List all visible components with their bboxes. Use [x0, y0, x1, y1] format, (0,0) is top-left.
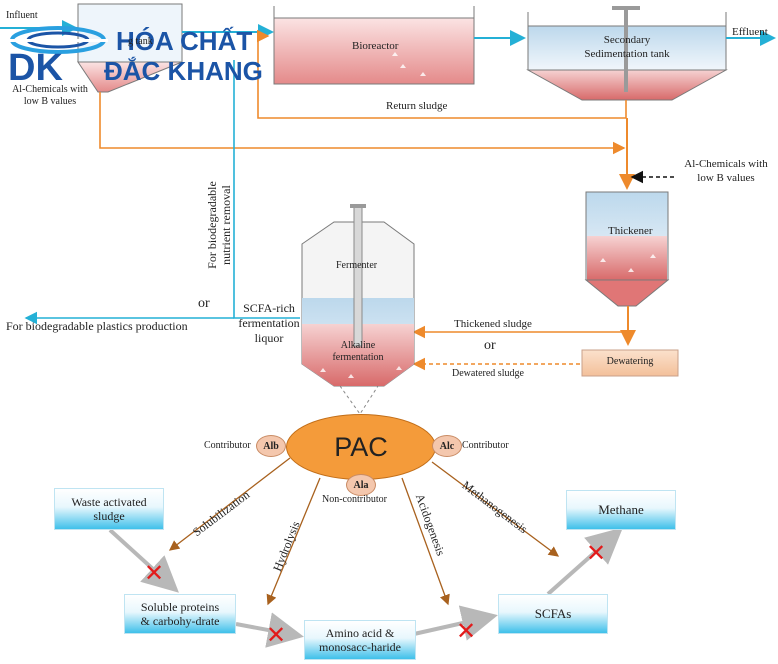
alkaline-label-line2: fermentation	[332, 352, 384, 363]
ala-badge: Ala	[346, 474, 376, 496]
thickener-label: Thickener	[608, 225, 653, 237]
block-mark-scfas: ✕	[456, 617, 477, 645]
soluble-line1: Soluble proteins	[140, 599, 220, 614]
block-mark-hydrolysis-input: ✕	[144, 559, 165, 587]
block-mark-methane: ✕	[586, 539, 607, 567]
soluble-line2: & carbohy-drate	[140, 614, 220, 628]
nutrient-removal-line2: nutrient removal	[219, 185, 234, 265]
brand-name-line2: ĐẮC KHANG	[104, 56, 263, 86]
return-sludge-line	[256, 29, 627, 119]
al-chemicals-right-label-line1: Al-Chemicals with	[684, 158, 768, 170]
scfas-box: SCFAs	[498, 594, 608, 634]
plastics-production-label: For biodegradable plastics production	[6, 319, 188, 333]
dewatered-sludge-label: Dewatered sludge	[452, 368, 524, 379]
solubilization-arrow	[168, 457, 291, 551]
amino-acid-box: Amino acid & monosacc-haride	[304, 620, 416, 660]
dewatering-unit	[581, 349, 679, 377]
dk-logo-letters: DK	[8, 47, 63, 89]
secondary-tank-label-line2: Sedimentation tank	[584, 48, 670, 60]
scfa-liquor-line1: SCFA-rich	[243, 301, 295, 315]
fermenter-vessel	[301, 204, 415, 387]
nutrient-removal-line1: For biodegradable	[205, 181, 219, 269]
ala-role-label: Non-contributor	[322, 494, 387, 505]
dewatering-label: Dewatering	[606, 356, 654, 367]
secondary-tank-label-line1: Secondary	[603, 34, 651, 46]
or-right-label: or	[484, 338, 496, 353]
hydrolysis-arrow	[266, 477, 321, 606]
waste-sludge-line1: Waste activated	[71, 494, 147, 509]
effluent-label: Effluent	[732, 26, 768, 38]
return-sludge-label: Return sludge	[386, 100, 448, 112]
amino-to-scfas-arrow	[413, 605, 498, 641]
soluble-proteins-box: Soluble proteins & carbohy-drate	[124, 594, 236, 634]
methanogenesis-arrow	[431, 461, 560, 557]
secondary-sedimentation-tank	[526, 6, 728, 101]
pac-node: PAC	[286, 414, 436, 480]
nutrient-removal-label: For biodegradable nutrient removal	[205, 155, 235, 295]
alc-badge: Alc	[432, 435, 462, 457]
bioreactor-tank	[273, 6, 475, 85]
scfa-return-line	[233, 60, 300, 319]
methane-box: Methane	[566, 490, 676, 530]
al-chemicals-right-label-line2: low B values	[697, 172, 755, 184]
soluble-to-amino-arrow	[235, 612, 304, 648]
dk-logo-icon	[8, 26, 108, 54]
primary-tank-label: g tank	[128, 36, 153, 47]
thickener-tank	[584, 191, 670, 307]
scfas-to-methane-arrow	[546, 527, 623, 596]
al-chemicals-left-label: Al-Chemicals with low B values	[12, 84, 88, 107]
acidogenesis-arrow	[401, 477, 450, 606]
company-logo: DK HÓA CHẤT ĐẮC KHANG	[8, 22, 288, 92]
sludge-to-soluble-arrow	[108, 528, 179, 593]
block-mark-amino: ✕	[266, 621, 287, 649]
fermenter-label: Fermenter	[336, 260, 378, 271]
waste-sludge-line2: sludge	[93, 509, 125, 523]
brand-name-line1: HÓA CHẤT	[116, 26, 253, 56]
fermenter-to-pac-connector	[339, 385, 379, 415]
alb-role-label: Contributor	[204, 440, 251, 451]
or-left-label: or	[198, 296, 210, 311]
scfa-liquor-line3: liquor	[254, 331, 284, 345]
alkaline-label-line1: Alkaline	[340, 340, 376, 351]
alc-role-label: Contributor	[462, 440, 509, 451]
scfa-liquor-line2: fermentation	[238, 316, 300, 330]
primary-sludge-line	[99, 92, 626, 155]
bioreactor-label: Bioreactor	[352, 40, 399, 52]
amino-line1: Amino acid &	[325, 625, 395, 640]
thickened-sludge-label: Thickened sludge	[454, 318, 532, 330]
waste-activated-sludge-box: Waste activated sludge	[54, 488, 164, 530]
influent-label: Influent	[6, 10, 38, 21]
amino-line2: monosacc-haride	[319, 640, 401, 654]
alb-badge: Alb	[256, 435, 286, 457]
